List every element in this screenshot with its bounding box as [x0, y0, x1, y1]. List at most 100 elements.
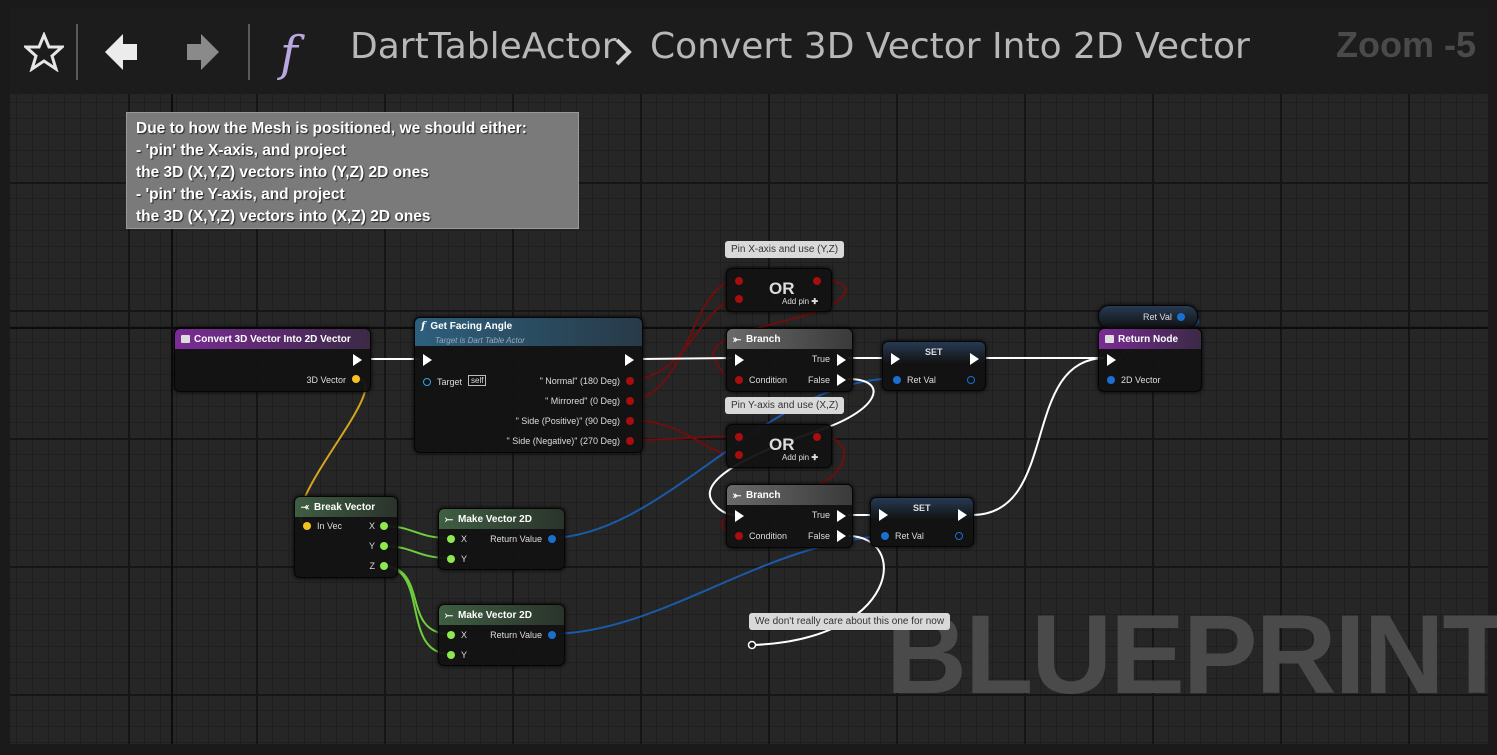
or-label: OR — [769, 279, 795, 298]
graph-origin-axis — [171, 94, 173, 744]
bool-pin[interactable] — [626, 437, 634, 445]
bool-pin[interactable] — [735, 532, 743, 540]
pin-label: " Side (Positive)" (90 Deg) — [515, 416, 620, 426]
vector2d-pin[interactable] — [955, 532, 963, 540]
vector-pin[interactable] — [303, 522, 311, 530]
vector-pin[interactable] — [352, 375, 360, 383]
float-pin[interactable] — [447, 651, 455, 659]
pin-label: Return Value — [490, 534, 542, 544]
float-pin[interactable] — [380, 562, 388, 570]
forward-arrow-icon[interactable] — [180, 22, 226, 82]
merge-icon: ⤚ — [445, 609, 453, 621]
function-entry-icon — [181, 335, 190, 343]
exec-true-pin[interactable] — [837, 510, 846, 522]
node-title: ⤜Branch — [727, 329, 852, 349]
exec-false-pin[interactable] — [837, 374, 846, 386]
bool-wire — [712, 279, 847, 381]
exec-in-pin[interactable] — [735, 354, 744, 366]
merge-icon: ⤚ — [445, 513, 453, 525]
exec-out-pin[interactable] — [625, 354, 634, 366]
node-title: ⤛Break Vector — [295, 497, 397, 517]
exec-true-pin[interactable] — [837, 354, 846, 366]
vector2d-pin[interactable] — [967, 376, 975, 384]
bool-pin[interactable] — [735, 295, 743, 303]
bool-pin[interactable] — [735, 451, 743, 459]
comment-line: the 3D (X,Y,Z) vectors into (Y,Z) 2D one… — [136, 164, 429, 181]
function-icon: f — [421, 321, 426, 332]
or-node[interactable]: OR Add pin ✚ — [726, 424, 832, 468]
exec-in-pin[interactable] — [879, 509, 888, 521]
float-pin[interactable] — [380, 542, 388, 550]
vector2d-pin[interactable] — [1177, 313, 1185, 321]
exec-wire — [971, 357, 1105, 516]
pin-label: Condition — [749, 375, 788, 385]
exec-wire — [751, 535, 885, 646]
exec-out-pin[interactable] — [970, 353, 979, 365]
comment-line: - 'pin' the Y-axis, and project — [136, 186, 345, 203]
toolbar-separator — [76, 24, 78, 80]
comment-line: Due to how the Mesh is positioned, we sh… — [136, 120, 527, 137]
float-pin[interactable] — [380, 522, 388, 530]
breadcrumb-current: Convert 3D Vector Into 2D Vector — [650, 26, 1250, 67]
node-comment[interactable]: We don't really care about this one for … — [749, 613, 951, 630]
float-pin[interactable] — [447, 555, 455, 563]
pin-label: Ret Val — [907, 375, 936, 385]
target-pin[interactable] — [423, 378, 431, 386]
vector2d-pin[interactable] — [1107, 376, 1115, 384]
exec-out-pin[interactable] — [958, 509, 967, 521]
set-node[interactable]: SET Ret Val — [882, 341, 986, 391]
bool-pin[interactable] — [735, 433, 743, 441]
bool-pin[interactable] — [735, 277, 743, 285]
pin-label: Ret Val — [895, 531, 924, 541]
exec-in-pin[interactable] — [735, 510, 744, 522]
exec-in-pin[interactable] — [423, 354, 432, 366]
chevron-right-icon — [608, 28, 638, 76]
node-subtitle: Target is Dart Table Actor — [435, 336, 525, 345]
make-vector-2d-node[interactable]: ⤚Make Vector 2D X Y Return Value — [438, 604, 565, 666]
bool-pin[interactable] — [626, 417, 634, 425]
exec-out-pin[interactable] — [353, 354, 362, 366]
float-pin[interactable] — [447, 535, 455, 543]
star-icon[interactable] — [20, 22, 68, 82]
return-node[interactable]: Return Node 2D Vector — [1098, 328, 1202, 392]
breadcrumb-parent[interactable]: DartTableActor — [350, 26, 617, 67]
pin-label: Z — [369, 561, 376, 571]
exec-in-pin[interactable] — [891, 353, 900, 365]
set-node[interactable]: SET Ret Val — [870, 497, 974, 547]
bool-pin[interactable] — [735, 376, 743, 384]
branch-node[interactable]: ⤜Branch True Condition False — [726, 484, 853, 548]
float-pin[interactable] — [447, 631, 455, 639]
bool-pin[interactable] — [813, 433, 821, 441]
exec-wire — [641, 357, 733, 360]
pin-label: 2D Vector — [1121, 375, 1161, 385]
function-entry-node[interactable]: Convert 3D Vector Into 2D Vector 3D Vect… — [174, 328, 371, 392]
bool-pin[interactable] — [813, 277, 821, 285]
vector2d-pin[interactable] — [881, 532, 889, 540]
comment-line: the 3D (X,Y,Z) vectors into (X,Z) 2D one… — [136, 208, 431, 225]
exec-false-pin[interactable] — [837, 530, 846, 542]
node-comment[interactable]: Pin X-axis and use (Y,Z) — [725, 241, 845, 258]
break-vector-node[interactable]: ⤛Break Vector In Vec X Y Z — [294, 496, 398, 578]
exec-in-pin[interactable] — [1107, 354, 1116, 366]
bool-pin[interactable] — [626, 397, 634, 405]
or-node[interactable]: OR Add pin ✚ — [726, 268, 832, 312]
bool-pin[interactable] — [626, 377, 634, 385]
pin-label: Y — [461, 554, 468, 564]
make-vector-2d-node[interactable]: ⤚Make Vector 2D X Y Return Value — [438, 508, 565, 570]
self-value: self — [468, 375, 487, 386]
ret-val-getter-node[interactable]: Ret Val — [1098, 305, 1198, 329]
function-icon: f — [272, 22, 322, 82]
add-pin-button[interactable]: Add pin ✚ — [782, 453, 819, 462]
branch-node[interactable]: ⤜Branch True Condition False — [726, 328, 853, 392]
reroute-knot — [747, 640, 757, 650]
add-pin-button[interactable]: Add pin ✚ — [782, 297, 819, 306]
pin-label: " Side (Negative)" (270 Deg) — [506, 436, 620, 446]
vector2d-pin[interactable] — [548, 535, 556, 543]
vector2d-pin[interactable] — [548, 631, 556, 639]
back-arrow-icon[interactable] — [98, 22, 144, 82]
vector2d-pin[interactable] — [893, 376, 901, 384]
comment-box[interactable]: Due to how the Mesh is positioned, we sh… — [126, 112, 579, 229]
node-comment[interactable]: Pin Y-axis and use (X,Z) — [725, 397, 845, 414]
